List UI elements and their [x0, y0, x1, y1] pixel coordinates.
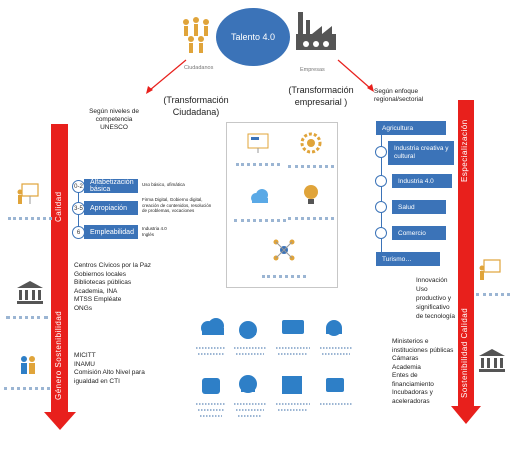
board-icon — [247, 133, 269, 153]
sector-agricultura: Agricultura — [376, 121, 446, 135]
right-innovation: Innovación Uso productivo y significativ… — [416, 276, 456, 321]
left-header: Según niveles de competencia UNESCO — [89, 108, 139, 131]
sector-node — [375, 227, 387, 239]
level-2-detail: Industria 4.0 Inglés — [142, 226, 167, 237]
level-0-bar: Alfabetización básica — [84, 179, 138, 193]
innovation-detail: Uso productivo y significativo de tecnol… — [416, 286, 456, 320]
factory-icon — [296, 12, 336, 50]
level-2-bar: Empleabilidad — [84, 225, 138, 239]
left-actor: INAMU — [74, 360, 95, 368]
presentation-board-icon — [17, 183, 39, 204]
right-header: Según enfoque regional/sectorial — [374, 88, 424, 103]
cloud-icon — [251, 189, 268, 203]
right-actors: Ministerios e instituciones públicas Cám… — [392, 338, 454, 406]
center-caption-4 — [288, 210, 334, 220]
lightbulb-icon — [304, 185, 318, 204]
right-axis-top-label: Especialización — [460, 119, 469, 182]
center-caption-5 — [262, 266, 306, 278]
left-actor: ONGs — [74, 304, 93, 312]
left-actor: MICITT — [74, 352, 96, 359]
right-actor: Ministerios e instituciones públicas — [392, 338, 454, 354]
sector-node — [375, 201, 387, 213]
companies-label: Empresas — [300, 67, 325, 73]
center-caption-3 — [234, 210, 286, 222]
people-group-icon — [183, 17, 209, 53]
level-1-bar: Apropiación — [84, 201, 138, 215]
right-board-icon — [479, 259, 501, 280]
bottom-icon-row — [196, 318, 352, 417]
government-building-icon — [17, 281, 43, 304]
left-axis-bottom-label: Género Sostenibilidad — [54, 310, 63, 400]
left-icon-caption-2 — [6, 310, 48, 319]
left-axis-arrowhead — [44, 412, 76, 430]
business-transformation: (Transformación empresarial ) — [288, 85, 354, 107]
people-pair-icon — [21, 356, 35, 374]
talento-title: Talento 4.0 — [230, 32, 276, 42]
right-actor: Incubadoras y aceleradoras — [392, 389, 433, 405]
center-caption-1 — [236, 158, 280, 166]
innovation-title: Innovación — [416, 277, 448, 284]
left-actors-1: Centros Cívicos por la Paz Gobiernos loc… — [74, 262, 154, 313]
level-1-detail: Firma Digital, Gobierno digital, creació… — [142, 197, 212, 213]
level-0-detail: Uso básico, ofimática — [142, 182, 185, 187]
left-actors-2: MICITT INAMU Comisión Alto Nivel para ig… — [74, 352, 152, 386]
left-actor: Academia, INA — [74, 287, 118, 295]
sector-node — [375, 175, 387, 187]
sector-turismo: Turismo… — [376, 252, 440, 266]
citizen-transformation: (Transformación Ciudadana) — [163, 95, 229, 117]
sector-comercio: Comercio — [392, 226, 446, 240]
right-building-icon — [479, 349, 505, 372]
sector-salud: Salud — [392, 200, 446, 214]
right-actor: Cámaras — [392, 355, 419, 362]
right-axis-bar — [458, 100, 474, 408]
gear-icon — [300, 132, 322, 154]
right-actor: Academia — [392, 363, 421, 371]
right-actor: Entes de financiamiento — [392, 372, 434, 388]
sector-node — [375, 146, 387, 158]
branch-arrows — [146, 59, 374, 94]
left-actor: Bibliotecas públicas — [74, 279, 132, 286]
left-icon-caption-1 — [8, 214, 52, 220]
sector-connector — [381, 128, 382, 260]
center-panel-bracket — [226, 122, 338, 288]
citizens-label: Ciudadanos — [184, 65, 214, 71]
left-icon-caption-3 — [4, 378, 50, 390]
left-actor: Comisión Alto Nivel para igualdad en CTI — [74, 369, 145, 385]
left-actor: Gobiernos locales — [74, 270, 127, 278]
center-caption-2 — [288, 158, 334, 168]
talento-node: Talento 4.0 — [216, 8, 290, 66]
sector-industria-40: Industria 4.0 — [392, 174, 452, 188]
right-axis-arrowhead — [451, 406, 481, 424]
left-actor: MTSS Empléate — [74, 296, 122, 303]
left-actor: Centros Cívicos por la Paz — [74, 262, 151, 269]
sector-industria-creativa: Industria creativa y cultural — [388, 141, 454, 165]
left-axis-top-label: Calidad — [54, 191, 63, 222]
left-axis-bar — [51, 124, 68, 414]
right-icon-caption — [476, 288, 510, 296]
right-axis-bottom-label: Sostenibilidad Calidad — [460, 307, 469, 398]
network-icon — [273, 239, 295, 261]
